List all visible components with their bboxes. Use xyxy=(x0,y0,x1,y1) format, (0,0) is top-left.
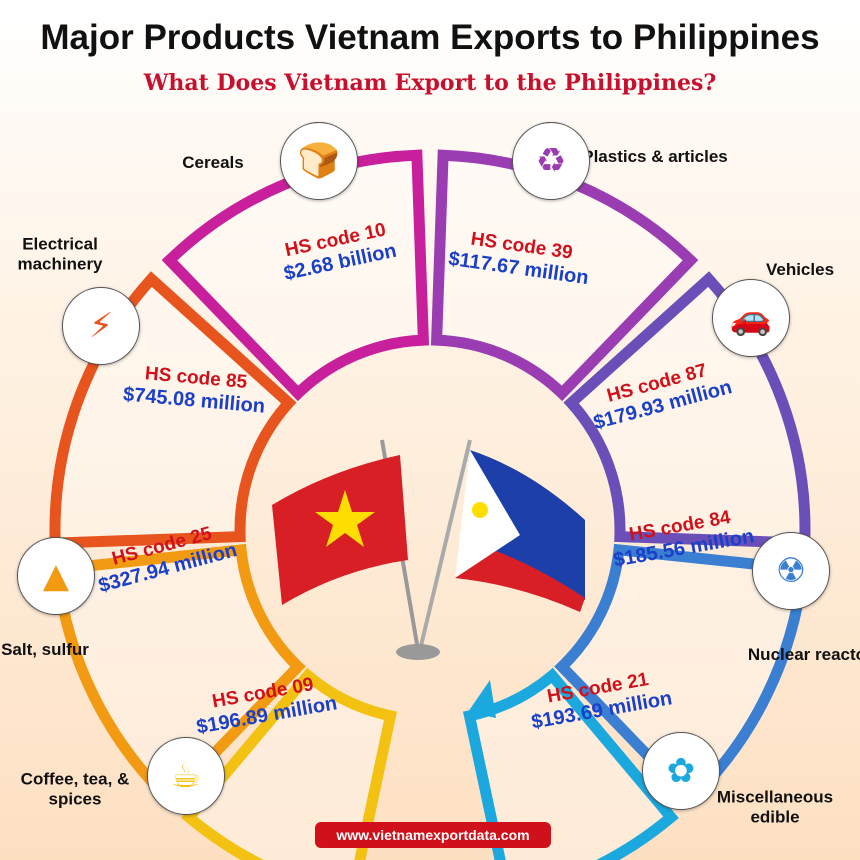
category-label: Vehicles xyxy=(765,259,835,279)
category-label: Coffee, tea, & spices xyxy=(20,769,130,809)
category-label: Plastics & articles xyxy=(582,146,728,166)
salt-pile-icon: ▲ xyxy=(17,537,95,615)
page-title: Major Products Vietnam Exports to Philip… xyxy=(40,18,820,57)
segment-4 xyxy=(462,667,679,860)
radiation-icon: ☢ xyxy=(752,532,830,610)
arrow-head-icon xyxy=(468,680,496,718)
segment-5 xyxy=(181,667,398,860)
category-label: Miscellaneous edible xyxy=(716,787,834,827)
electrical-cabinet-icon: ⚡ xyxy=(62,287,140,365)
category-label: Salt, sulfur xyxy=(1,639,89,659)
plastic-waste-icon: ♻ xyxy=(512,122,590,200)
category-label: Electrical machinery xyxy=(17,234,103,274)
philippines-flag xyxy=(418,439,585,651)
bread-icon: 🍞 xyxy=(280,122,358,200)
coffee-cup-icon: ☕ xyxy=(147,737,225,815)
flag-stand-base xyxy=(396,644,440,660)
website-link[interactable]: www.vietnamexportdata.com xyxy=(315,822,551,848)
segment-0 xyxy=(161,149,430,402)
category-label: Cereals xyxy=(182,152,244,172)
vietnam-flag xyxy=(272,439,420,651)
salad-bowl-icon: ✿ xyxy=(642,732,720,810)
page-subtitle: What Does Vietnam Export to the Philippi… xyxy=(143,70,717,96)
car-icon: 🚗 xyxy=(712,279,790,357)
category-label: Nuclear reactors xyxy=(747,644,860,664)
